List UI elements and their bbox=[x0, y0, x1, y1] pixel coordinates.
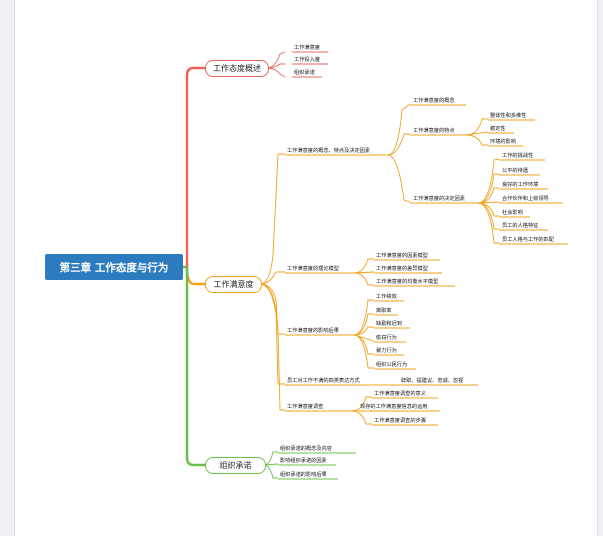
concept-topic[interactable]: 工作满意度的概念、特点及决定因素 bbox=[287, 148, 371, 154]
trait-item[interactable]: 整体性和多维性 bbox=[490, 113, 527, 119]
theory-item[interactable]: 工作满意度的差异模型 bbox=[376, 266, 428, 272]
overview-item[interactable]: 工作满意度 bbox=[294, 45, 320, 51]
survey-item[interactable]: 现存的工作满意度信息的运用 bbox=[360, 404, 428, 410]
factors-topic[interactable]: 工作满意度的决定因素 bbox=[413, 196, 465, 202]
traits-topic[interactable]: 工作满意度的特点 bbox=[413, 128, 455, 134]
dissatisfaction-topic[interactable]: 员工对工作不满的四类表达方式 bbox=[287, 378, 360, 384]
effects-topic[interactable]: 工作满意度的影响后果 bbox=[287, 328, 339, 334]
theory-topic[interactable]: 工作满意度的理论模型 bbox=[287, 266, 339, 272]
theory-item[interactable]: 工作满意度的均衡水平模型 bbox=[376, 279, 439, 285]
effect-item[interactable]: 组织公民行为 bbox=[376, 362, 408, 368]
effect-item[interactable]: 离职率 bbox=[376, 308, 392, 314]
factor-item[interactable]: 工作的挑战性 bbox=[502, 153, 534, 159]
survey-item[interactable]: 工作满意度调查的意义 bbox=[374, 391, 426, 397]
trait-item[interactable]: 稳定性 bbox=[490, 126, 506, 132]
factor-item[interactable]: 社会影响 bbox=[502, 210, 523, 216]
factor-item[interactable]: 员工的人格特征 bbox=[502, 223, 539, 229]
factor-item[interactable]: 良好的工作环境 bbox=[502, 182, 539, 188]
root-topic[interactable]: 第三章 工作态度与行为 bbox=[45, 254, 183, 280]
effect-item[interactable]: 偷窃行为 bbox=[376, 335, 397, 341]
overview-item[interactable]: 工作投入度 bbox=[294, 57, 320, 63]
survey-topic[interactable]: 工作满意度调查 bbox=[287, 404, 324, 410]
effect-item[interactable]: 暴力行为 bbox=[376, 348, 397, 354]
overview-item[interactable]: 组织承诺 bbox=[294, 70, 315, 76]
topic-commitment[interactable]: 组织承诺 bbox=[205, 457, 266, 474]
effect-item[interactable]: 工作绩效 bbox=[376, 294, 397, 300]
commitment-item[interactable]: 组织承诺的概念及内容 bbox=[280, 446, 332, 452]
factor-item[interactable]: 公平的待遇 bbox=[502, 168, 528, 174]
topic-overview[interactable]: 工作态度概述 bbox=[205, 60, 269, 77]
commitment-item[interactable]: 组织承诺的影响后果 bbox=[280, 472, 327, 478]
trait-item[interactable]: 环境的影响 bbox=[490, 139, 516, 145]
survey-item[interactable]: 工作满意度调查的步骤 bbox=[374, 418, 426, 424]
commitment-item[interactable]: 影响组织承诺的因素 bbox=[280, 458, 327, 464]
factor-item[interactable]: 合作伙伴和上级领导 bbox=[502, 196, 549, 202]
dissatisfaction-value[interactable]: 辞职、提建议、忠诚、忽视 bbox=[401, 378, 464, 384]
factor-item[interactable]: 员工人格与工作的匹配 bbox=[502, 237, 554, 243]
theory-item[interactable]: 工作满意度的因素模型 bbox=[376, 253, 428, 259]
effect-item[interactable]: 缺勤和迟到 bbox=[376, 321, 402, 327]
concept-definition[interactable]: 工作满意度的概念 bbox=[413, 98, 455, 104]
topic-satisfaction[interactable]: 工作满意度 bbox=[205, 276, 262, 293]
